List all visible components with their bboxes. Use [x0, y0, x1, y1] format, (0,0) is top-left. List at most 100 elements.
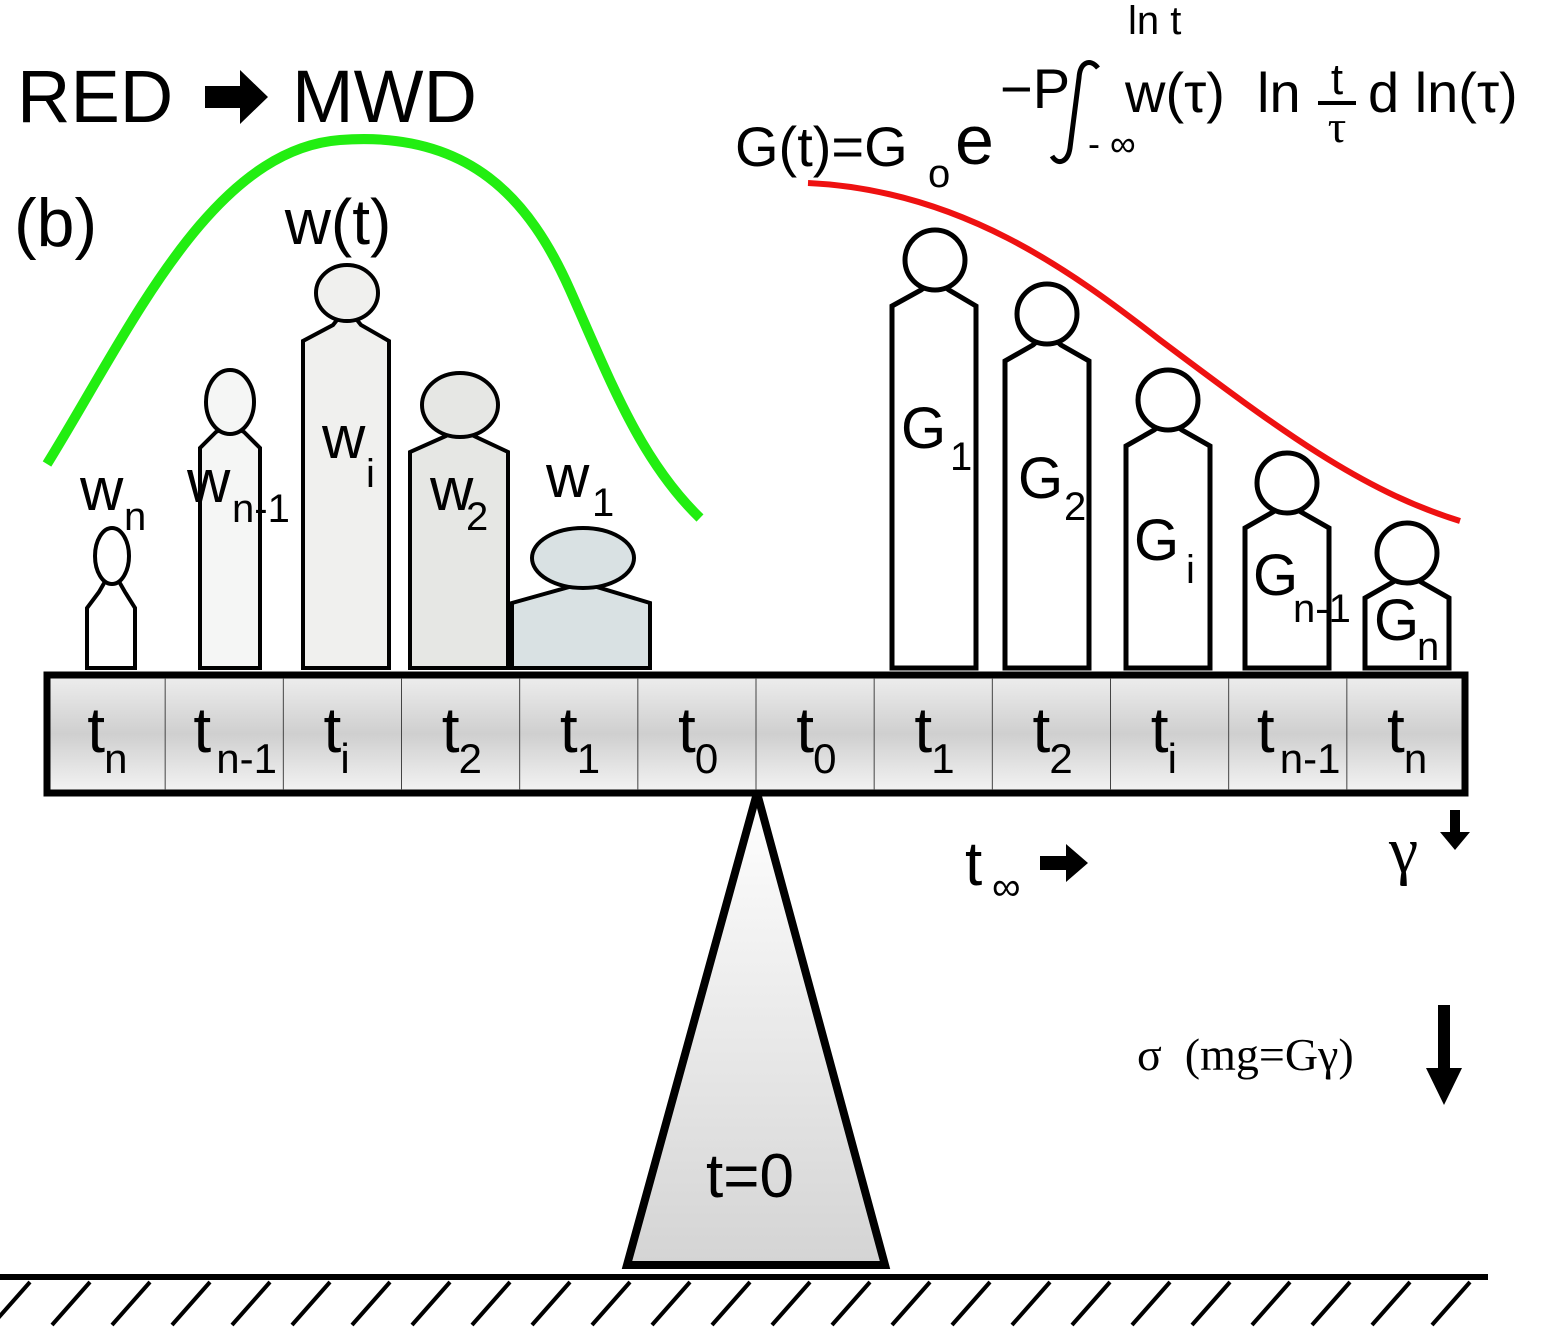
- weight-subscript: i: [366, 452, 375, 496]
- formula-e: e: [955, 101, 994, 179]
- arrow-down-icon: [1426, 1005, 1462, 1105]
- modulus-symbol: G: [1134, 508, 1179, 573]
- time-subscript: 2: [1049, 735, 1072, 782]
- integral-sign: [1049, 60, 1100, 165]
- time-symbol: t: [1151, 694, 1169, 766]
- fulcrum-label: t=0: [706, 1142, 794, 1211]
- time-symbol: t: [324, 694, 342, 766]
- weight-subscript: n-1: [232, 487, 290, 531]
- weight-subscript: 2: [466, 495, 488, 539]
- time-subscript: n: [1404, 735, 1427, 782]
- modulus-symbol: G: [1374, 588, 1419, 653]
- ground: [0, 1274, 1488, 1327]
- weight-subscript: n: [124, 495, 146, 539]
- title-left: RED: [17, 55, 173, 138]
- modulus-symbol: G: [901, 396, 946, 461]
- time-symbol: t: [1387, 694, 1405, 766]
- fraction-numerator: t: [1331, 55, 1343, 104]
- formula-lhs-sub: o: [928, 152, 950, 196]
- t-infinity-annotation: t ∞: [965, 830, 1088, 909]
- time-subscript: 0: [813, 735, 836, 782]
- stress-annotation: σ (mg=Gγ): [1137, 1005, 1462, 1105]
- time-symbol: t: [87, 694, 105, 766]
- weight-curve-label: w(t): [284, 186, 392, 258]
- weight-symbol: w: [321, 404, 366, 471]
- title-right: MWD: [292, 55, 477, 138]
- gamma-label: γ: [1388, 814, 1418, 887]
- formula-minus-p: −P: [1000, 57, 1070, 120]
- weight-subscript: 1: [592, 481, 614, 525]
- weight-distribution-curve: [42, 134, 704, 522]
- time-symbol: t: [1257, 694, 1275, 766]
- time-symbol: t: [193, 694, 211, 766]
- time-subscript: n-1: [216, 735, 277, 782]
- formula-ln: ln: [1257, 61, 1301, 124]
- relaxation-formula: G(t)=G o e −P ln t - ∞ w(τ) ln t τ d ln(…: [735, 0, 1518, 196]
- arrow-right-icon: [205, 70, 268, 124]
- time-subscript: 1: [931, 735, 954, 782]
- formula-d-ln: d ln(τ): [1368, 61, 1518, 124]
- weight-symbol: w: [186, 448, 231, 515]
- time-symbol: t: [560, 694, 578, 766]
- modulus-decay-curve: [807, 180, 1461, 524]
- time-subscript: i: [340, 735, 349, 782]
- weight-figure: wi: [301, 263, 391, 670]
- modulus-subscript: n-1: [1293, 587, 1351, 631]
- t-infinity-base: t: [965, 830, 982, 899]
- arrow-right-icon: [1040, 844, 1088, 882]
- modulus-subscript: 1: [950, 435, 972, 479]
- fulcrum: t=0: [621, 777, 891, 1269]
- modulus-figure: Gn: [1362, 520, 1452, 671]
- time-symbol: t: [1033, 694, 1051, 766]
- time-subscript: 2: [459, 735, 482, 782]
- strain-annotation: γ: [1388, 810, 1470, 887]
- weight-symbol: w: [429, 456, 474, 523]
- formula-lhs: G(t)=G: [735, 115, 908, 178]
- integral-upper: ln t: [1128, 0, 1181, 43]
- time-symbol: t: [442, 694, 460, 766]
- modulus-subscript: n: [1417, 625, 1439, 669]
- modulus-figure: Gn-1: [1242, 450, 1351, 671]
- t-infinity-sub: ∞: [992, 865, 1021, 909]
- time-subscript: 0: [695, 735, 718, 782]
- time-subscript: 1: [577, 735, 600, 782]
- arrow-down-icon: [1440, 810, 1470, 850]
- weight-symbol: w: [79, 456, 124, 523]
- panel-label: (b): [14, 185, 97, 261]
- modulus-subscript: i: [1186, 548, 1195, 592]
- modulus-subscript: 2: [1064, 485, 1086, 529]
- time-symbol: t: [678, 694, 696, 766]
- title: RED MWD: [17, 55, 477, 138]
- time-subscript: n: [104, 735, 127, 782]
- beam-dividers: [164, 678, 1348, 790]
- time-symbol: t: [914, 694, 932, 766]
- weight-symbol: w: [545, 443, 590, 510]
- time-subscript: i: [1168, 735, 1177, 782]
- stress-label: σ (mg=Gγ): [1137, 1029, 1354, 1080]
- integral-lower: - ∞: [1088, 123, 1136, 164]
- ground-hatch: [0, 1280, 1472, 1327]
